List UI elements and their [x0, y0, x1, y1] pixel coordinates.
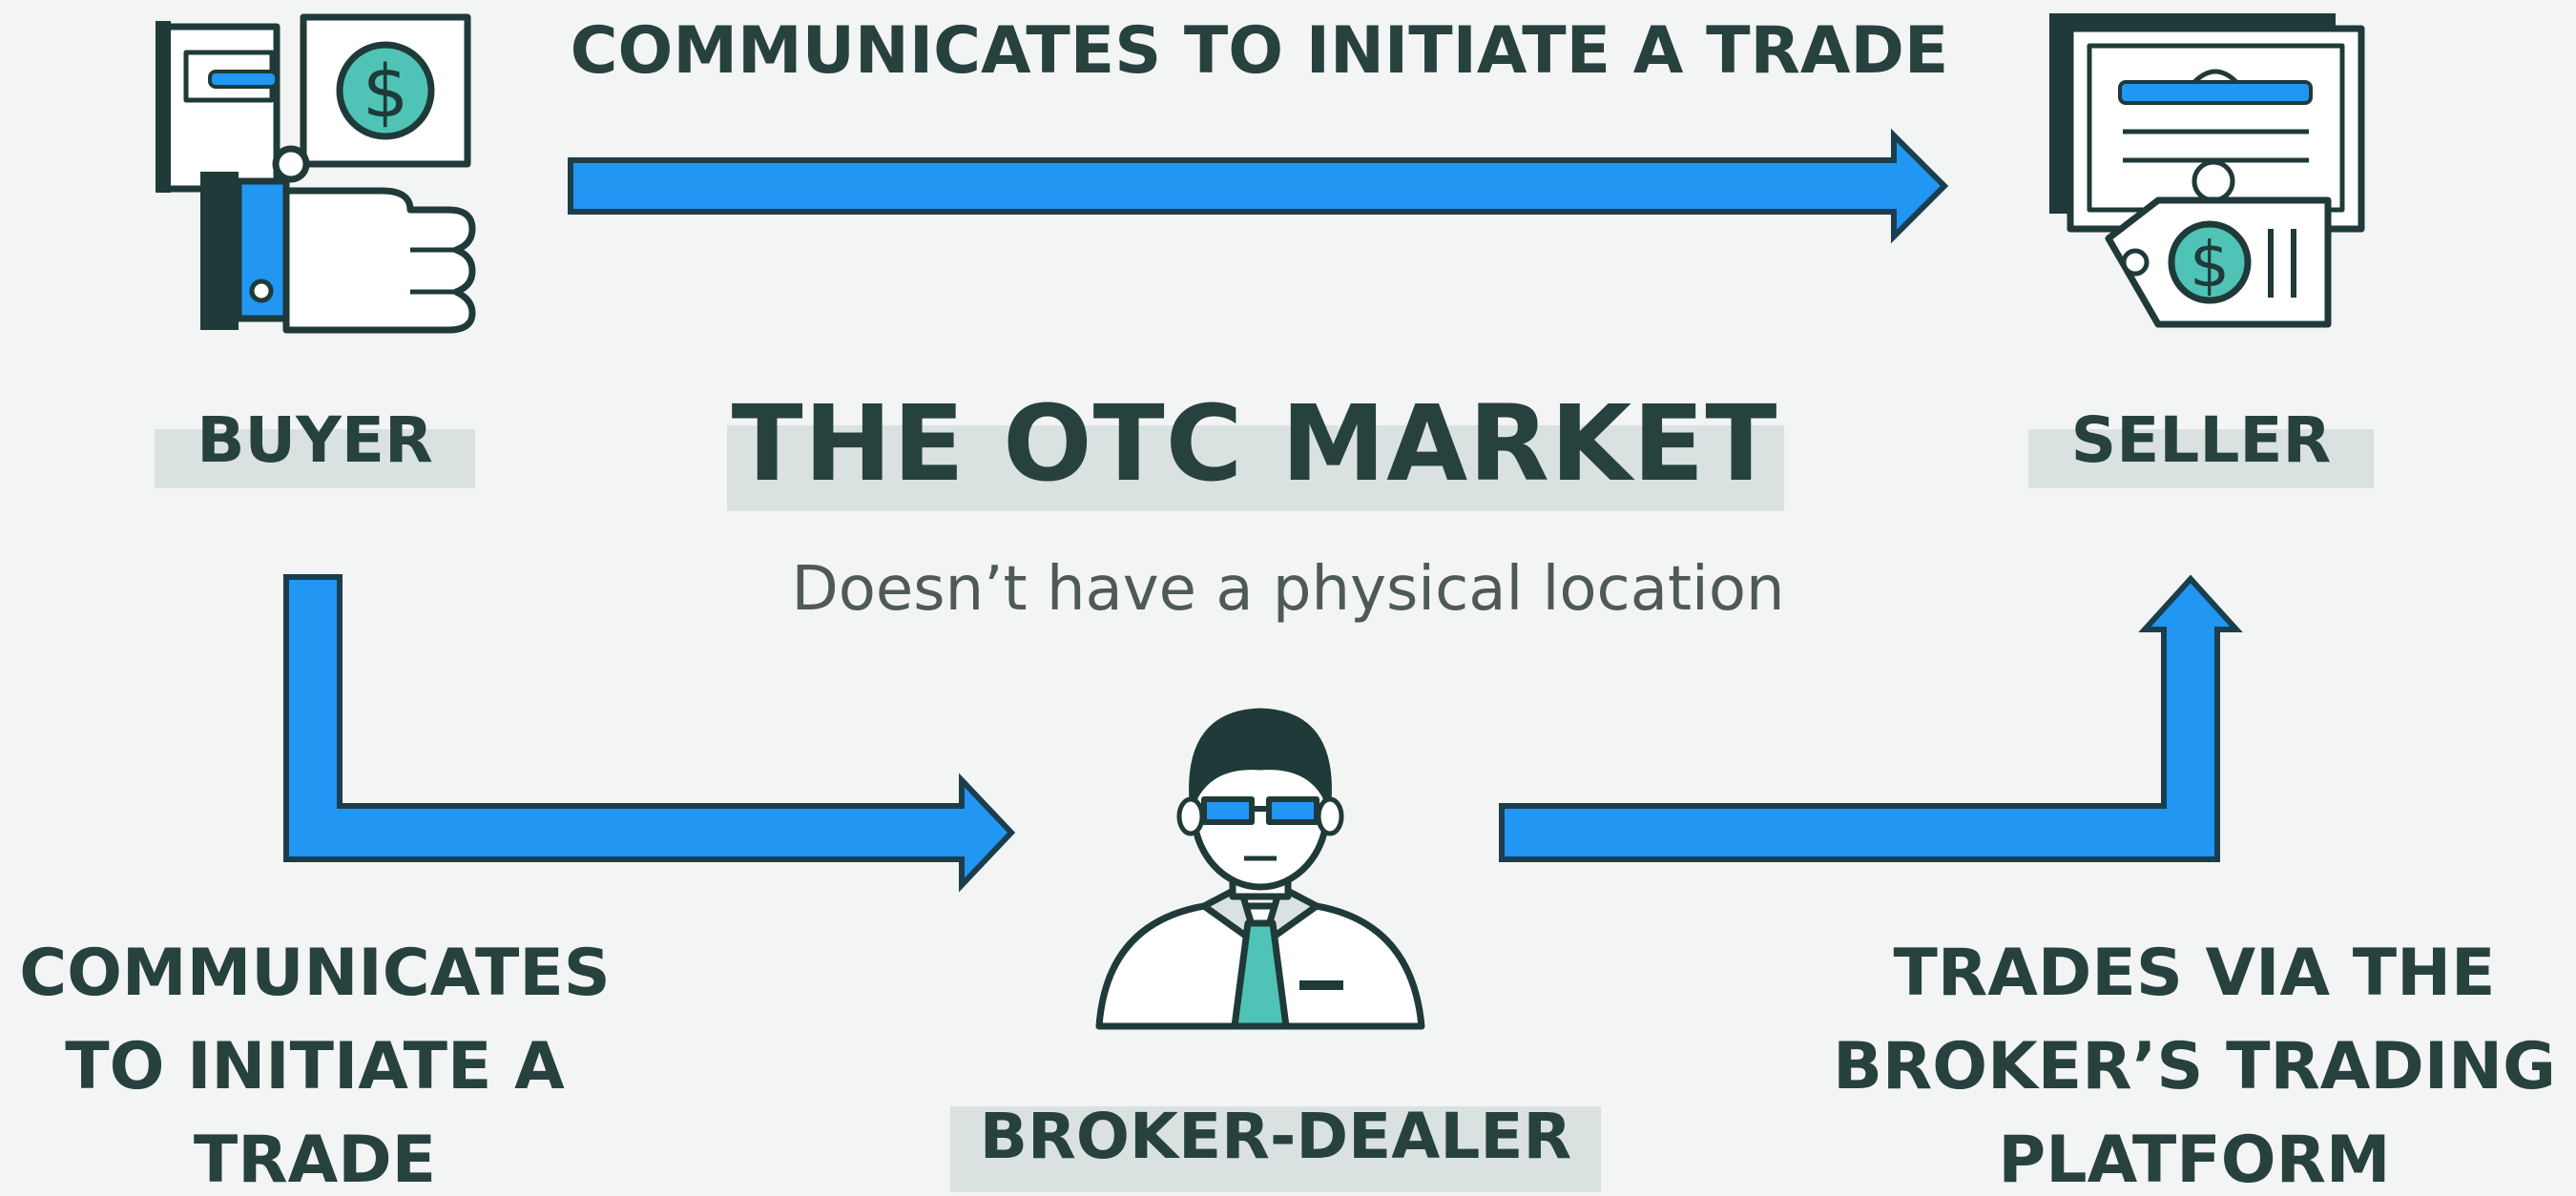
edge-label-broker-to-seller-line-1: TRADES VIA THE	[1893, 936, 2496, 1011]
seller-label: SELLER	[2070, 403, 2332, 477]
broker-label-band	[950, 1106, 1601, 1192]
edge-label-buyer-to-broker: COMMUNICATES TO INITIATE A TRADE	[0, 927, 630, 1196]
diagram-subtitle: Doesn’t have a physical location	[791, 554, 1785, 625]
edge-label-buyer-to-broker-line-1: COMMUNICATES	[19, 936, 611, 1011]
edge-label-buyer-to-broker-line-2: TO INITIATE A	[65, 1029, 565, 1104]
buyer-label-band	[155, 429, 475, 488]
edge-label-buyer-to-broker-line-3: TRADE	[193, 1123, 437, 1196]
edge-label-broker-to-seller-line-2: BROKER’S TRADING	[1833, 1029, 2556, 1104]
edge-label-broker-to-seller-line-3: PLATFORM	[1998, 1123, 2391, 1196]
buyer-icon: $	[156, 13, 476, 334]
seller-icon: $	[2049, 13, 2365, 328]
svg-text:$: $	[363, 49, 408, 134]
edge-label-buyer-to-seller: COMMUNICATES TO INITIATE A TRADE	[570, 13, 1949, 89]
arrow-buyer-to-seller	[568, 128, 1949, 244]
diagram-title: THE OTC MARKET	[731, 382, 1778, 505]
broker-dealer-label: BROKER-DEALER	[979, 1100, 1572, 1173]
broker-dealer-icon	[1095, 708, 1425, 1030]
title-band	[727, 425, 1784, 511]
arrow-broker-to-seller	[1499, 574, 2243, 862]
buyer-label: BUYER	[197, 403, 433, 477]
seller-label-band	[2028, 429, 2374, 488]
edge-label-broker-to-seller: TRADES VIA THE BROKER’S TRADING PLATFORM	[1813, 927, 2576, 1196]
arrow-buyer-to-broker	[283, 574, 1016, 893]
svg-text:$: $	[2190, 228, 2230, 301]
